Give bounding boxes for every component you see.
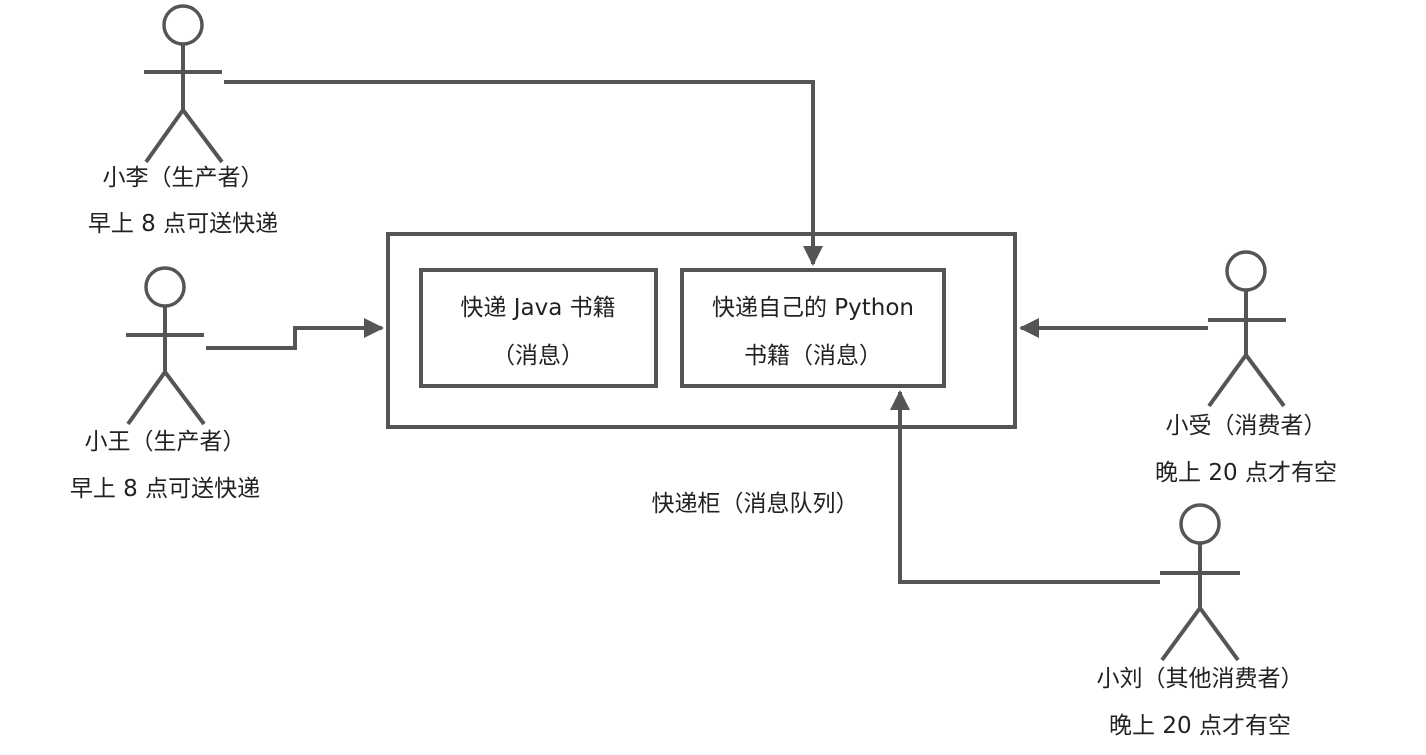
message-java-line2: （消息） [492,343,584,369]
actor-xiaoli-name: 小李（生产者） [102,165,264,191]
actor-head [1179,503,1221,545]
actor-xiaoliu-note: 晚上 20 点才有空 [1109,713,1291,739]
actor-xiaoli-note: 早上 8 点可送快递 [87,211,279,237]
message-python-line1: 快递自己的 Python [711,295,915,321]
message-box-java [419,268,658,388]
message-queue-label: 快递柜（消息队列） [651,491,859,517]
actor-xiaoliu-name: 小刘（其他消费者） [1096,666,1304,692]
message-python-line2: 书籍（消息） [744,343,882,369]
message-java-line1: 快递 Java 书籍 [460,295,616,321]
actor-xiaoli [144,4,224,164]
message-box-python [680,268,946,388]
actor-xiaoliu [1160,503,1240,662]
actor-head [144,266,186,308]
actor-xiaoshou-name: 小受（消费者） [1165,413,1327,439]
actor-xiaoshou [1207,250,1286,408]
actor-xiaowang [126,266,206,426]
actor-xiaoshou-note: 晚上 20 点才有空 [1155,460,1337,486]
arrow-xiaowang-to-queue [206,318,384,350]
actor-head [162,4,204,46]
arrow-xiaoliu-to-python-message [890,390,1160,584]
arrow-xiaoli-to-python-message [224,80,823,266]
actor-xiaowang-name: 小王（生产者） [84,429,246,455]
actor-xiaowang-note: 早上 8 点可送快递 [69,476,261,502]
actor-head [1225,250,1267,292]
